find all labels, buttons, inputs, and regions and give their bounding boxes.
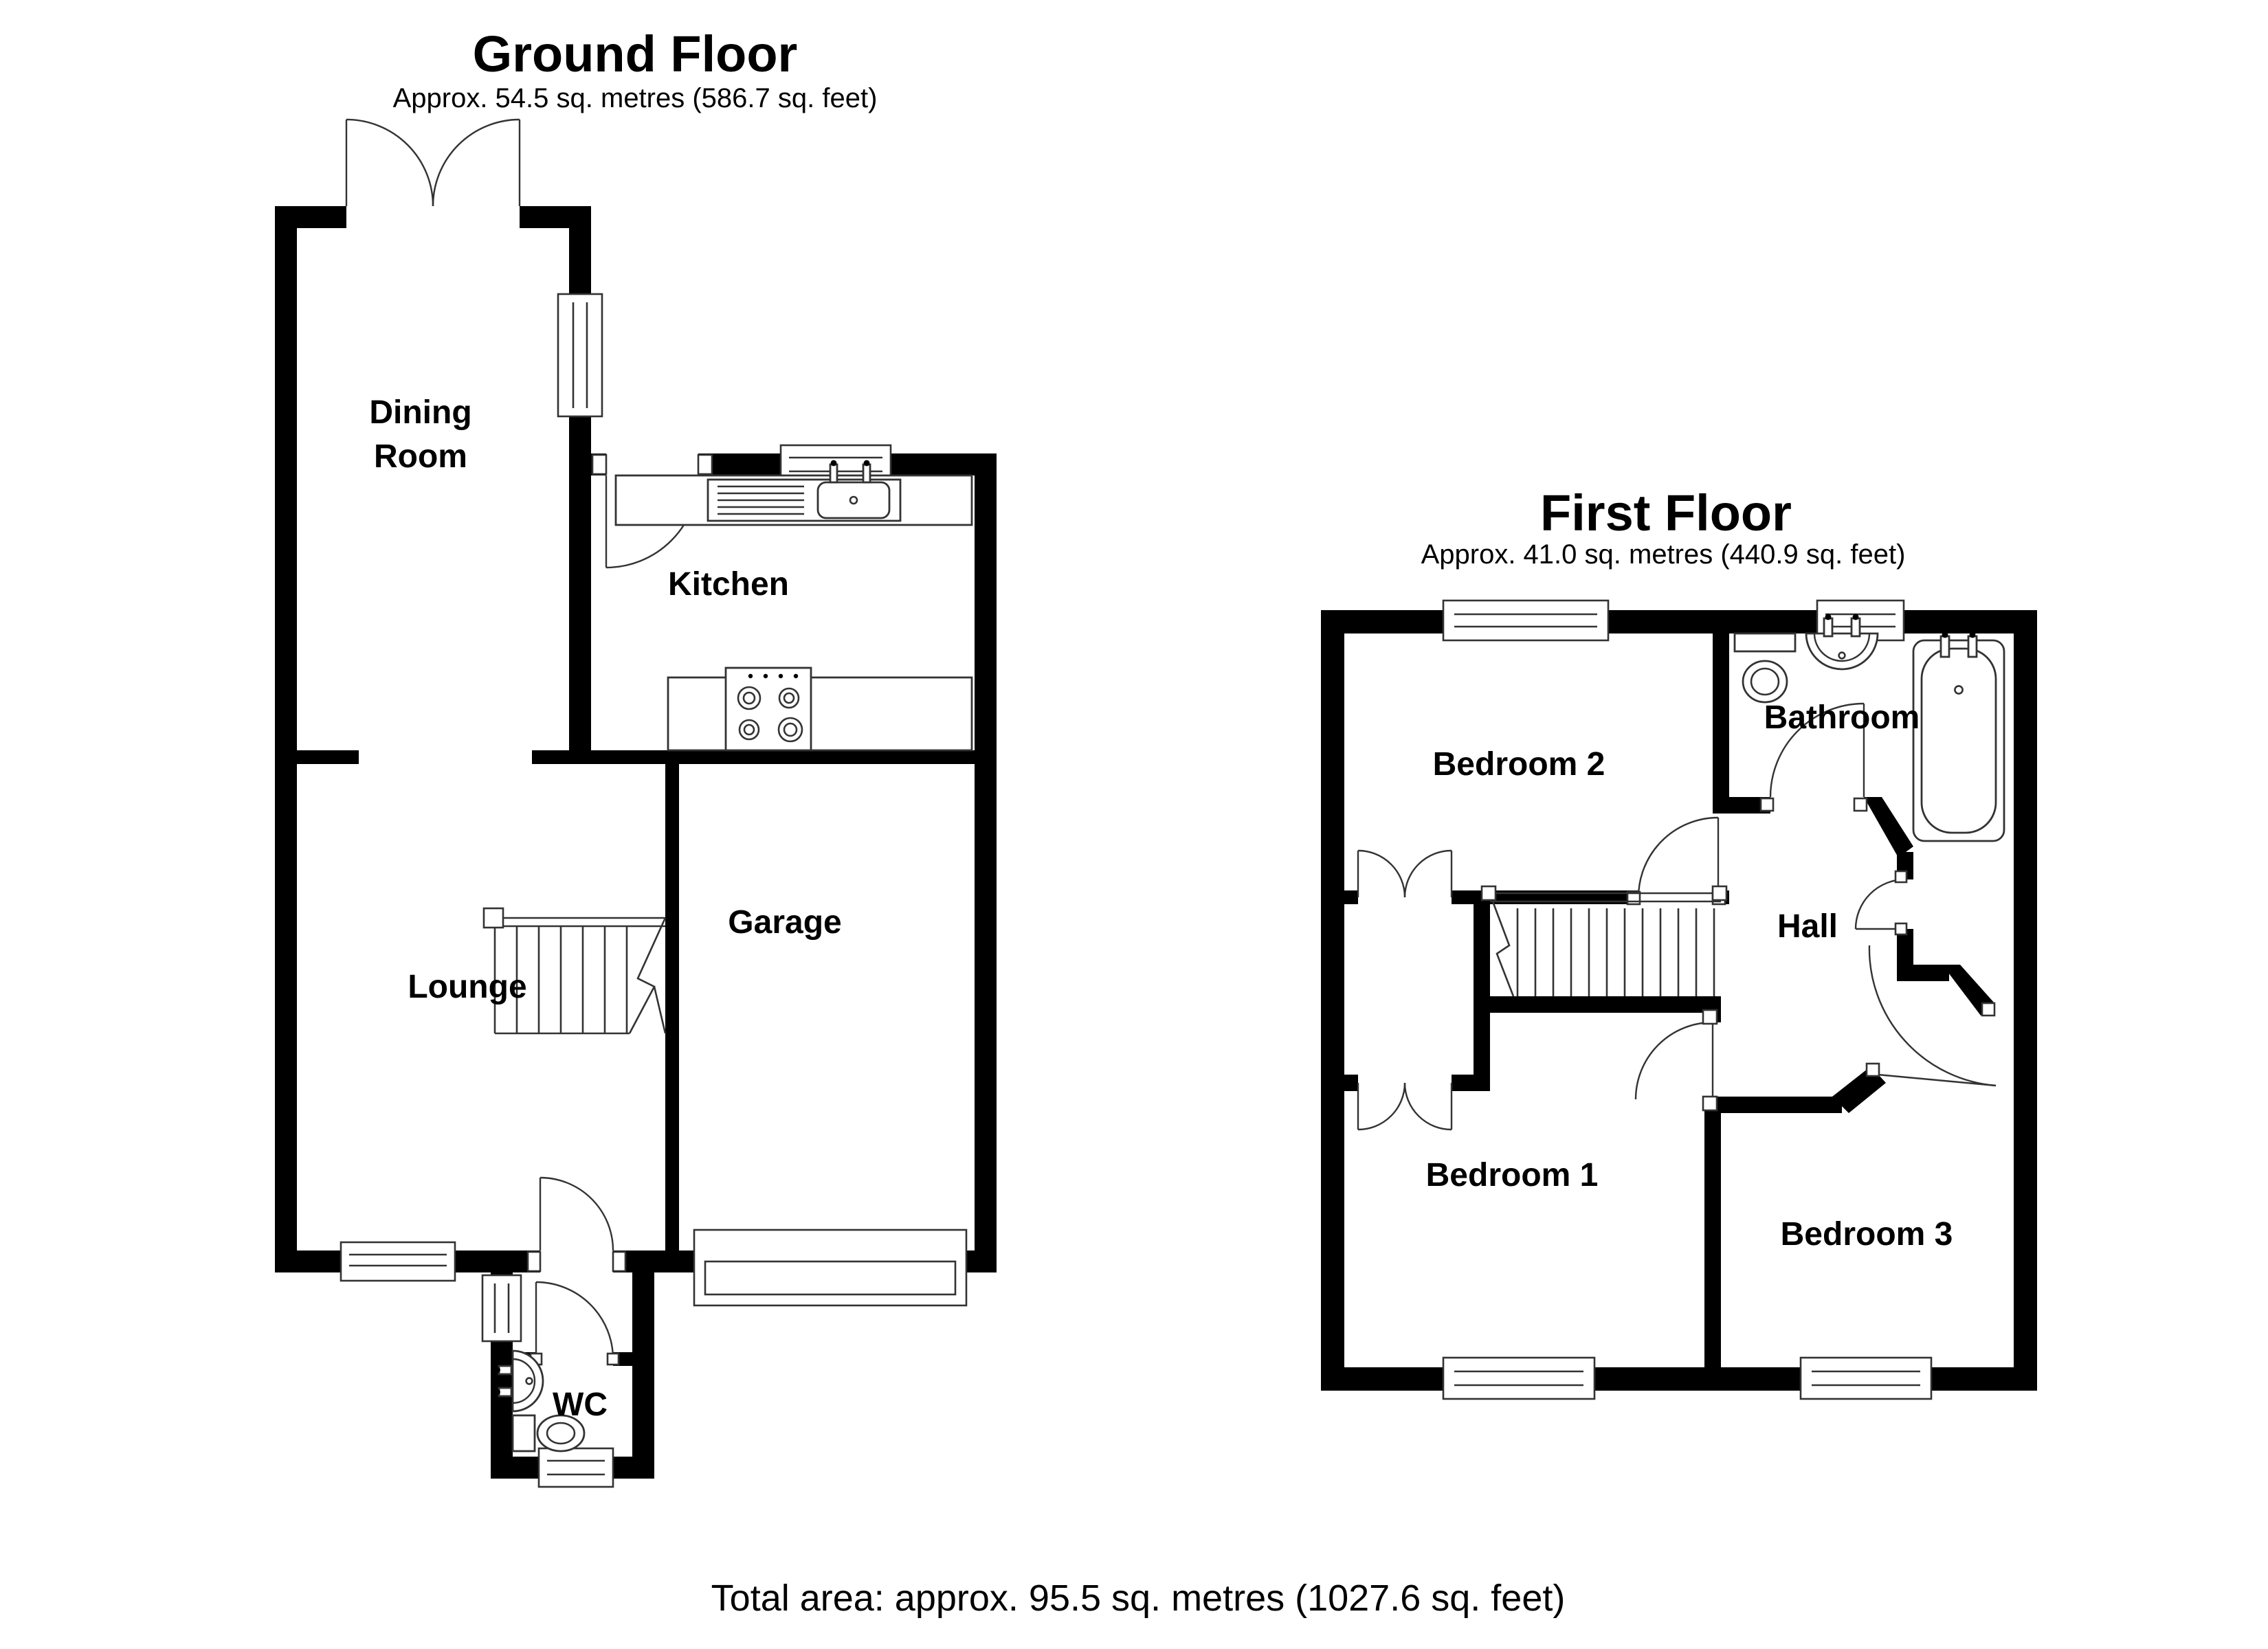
total-area-text: Total area: approx. 95.5 sq. metres (102… xyxy=(711,1578,1566,1619)
dining-window xyxy=(557,293,603,418)
stove-hob xyxy=(724,666,812,752)
bedroom2-closet-doors xyxy=(1357,849,1453,898)
bedroom3-window xyxy=(1799,1356,1933,1400)
bedroom2-window xyxy=(1442,599,1610,642)
first-floor-plan: Bedroom 2 Bathroom Hall Bedroom 1 Bedroo… xyxy=(1321,599,2037,1400)
bedroom1-label: Bedroom 1 xyxy=(1426,1157,1599,1193)
kitchen-sink xyxy=(718,460,891,519)
bathtub xyxy=(1912,631,2005,842)
bathroom-label: Bathroom xyxy=(1764,699,1920,736)
garage-door xyxy=(693,1229,968,1307)
first-floor-title: First Floor xyxy=(1540,484,1792,541)
dining-room-label-line2: Room xyxy=(374,438,467,475)
first-staircase xyxy=(1480,885,1728,997)
bathroom-door xyxy=(1759,702,1868,812)
ground-floor-plan: Dining Room Kitchen Lounge Garage WC xyxy=(275,118,997,1488)
bedroom1-closet-doors xyxy=(1357,1082,1453,1131)
bedroom2-door xyxy=(1626,816,1726,906)
bedroom3-door xyxy=(1865,945,1997,1087)
first-walls xyxy=(1321,610,2037,1391)
lounge-window xyxy=(340,1241,456,1282)
bedroom1-window xyxy=(1442,1356,1596,1400)
french-doors xyxy=(345,118,521,207)
cupboard-door xyxy=(1854,870,1908,936)
ground-room-labels: Dining Room Kitchen Lounge Garage WC xyxy=(369,394,841,1423)
wc-basin xyxy=(495,1349,544,1413)
ground-staircase xyxy=(482,907,667,1035)
first-floor-subtitle: Approx. 41.0 sq. metres (440.9 sq. feet) xyxy=(1421,539,1906,570)
lounge-label: Lounge xyxy=(408,969,526,1005)
wc-door xyxy=(529,1281,620,1366)
hall-label: Hall xyxy=(1777,908,1838,945)
bedroom2-label: Bedroom 2 xyxy=(1433,746,1605,783)
bedroom3-label: Bedroom 3 xyxy=(1781,1216,1953,1253)
ground-floor-subtitle: Approx. 54.5 sq. metres (586.7 sq. feet) xyxy=(393,83,878,113)
kitchen-label: Kitchen xyxy=(668,566,789,603)
dining-room-label-line1: Dining xyxy=(369,394,471,431)
ground-floor-title: Ground Floor xyxy=(473,25,798,82)
front-door xyxy=(526,1176,627,1272)
garage-label: Garage xyxy=(728,904,841,941)
bathroom-basin xyxy=(1805,614,1879,671)
first-room-labels: Bedroom 2 Bathroom Hall Bedroom 1 Bedroo… xyxy=(1426,699,1953,1253)
bedroom1-door xyxy=(1634,1009,1718,1112)
wc-side-window xyxy=(481,1274,522,1343)
wc-toilet xyxy=(511,1414,586,1452)
bathroom-toilet xyxy=(1733,632,1797,704)
wc-window xyxy=(537,1447,614,1488)
wc-label: WC xyxy=(553,1387,608,1423)
kitchen-lower-counter xyxy=(667,676,973,752)
